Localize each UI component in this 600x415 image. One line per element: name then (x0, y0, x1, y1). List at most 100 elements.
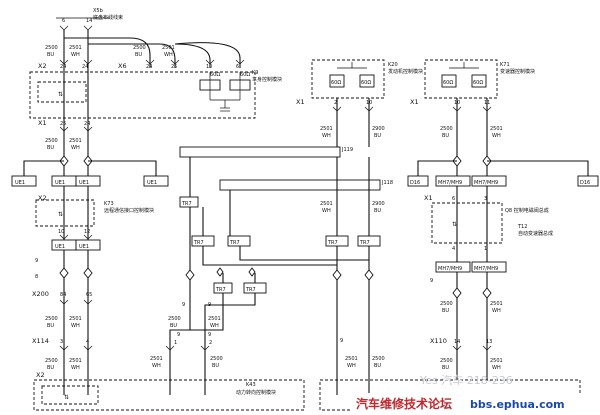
wire-num: 2500 (45, 358, 58, 364)
pin-label: 9 (340, 338, 343, 344)
module-k20-name: K20 (388, 62, 398, 68)
splice-diamond (248, 267, 256, 277)
splice-diamond (332, 269, 342, 281)
pin-label: 9 (208, 332, 211, 338)
ue1-label: UE1 (147, 180, 157, 186)
resistor (441, 74, 457, 88)
wire-color: BU (170, 323, 177, 329)
module-k73-desc: 远程通信接口控制模块 (104, 207, 154, 214)
wire-num: 2501 (345, 356, 358, 362)
mh-tag (435, 175, 471, 187)
wire-color: WH (71, 52, 80, 58)
mh-label: MH7/MH9 (438, 266, 462, 272)
splice-diamond (452, 287, 462, 299)
wire-num: 2501 (490, 301, 503, 307)
splice-diamond (482, 287, 492, 299)
top-pin-b: 14 (86, 18, 92, 24)
splice-diamond (83, 267, 93, 279)
module-k71-box (424, 59, 498, 99)
pin-chevron (59, 25, 69, 31)
module-k73-box (35, 199, 95, 227)
wire-bu-to-k9 (64, 37, 151, 68)
wire-num: 2500 (168, 316, 181, 322)
pin-label: 9 (177, 332, 180, 338)
wire-num: 2501 (150, 356, 163, 362)
ue1-label: UE1 (79, 180, 89, 186)
wire-num: 2900 (372, 201, 385, 207)
x110-label: X110 (430, 337, 447, 345)
pin-label: 9 (208, 302, 211, 308)
wire-color: BU (47, 323, 54, 329)
x114-pin: 3 (60, 339, 63, 345)
k71-connector: X1 (410, 98, 419, 106)
ue1-tag (143, 175, 169, 187)
wire-color: BU (47, 145, 54, 151)
res-label: 60Ω (331, 80, 341, 86)
d16-label: D16 (410, 180, 420, 186)
x200-pin: 84 (60, 292, 66, 298)
wire-color: WH (322, 208, 331, 214)
tr7-tag (227, 235, 251, 247)
transceiver-arrows-icon: ⇅ (58, 211, 63, 218)
wire-num: 2501 (490, 358, 503, 364)
wire-num: 2500 (133, 45, 146, 51)
res-label: 60Ω (240, 72, 250, 78)
k43-connector: X2 (36, 371, 45, 379)
res-label: 60Ω (361, 80, 371, 86)
junction-j118 (219, 179, 381, 191)
ue1-label: UE1 (55, 180, 65, 186)
wire-num: 2500 (440, 301, 453, 307)
module-t12-desc: 自动变速器总成 (518, 230, 553, 237)
x114-pin: 4 (86, 339, 89, 345)
mh-tag (435, 261, 471, 273)
wire-color: BU (442, 133, 449, 139)
x110-pin: 13 (486, 339, 492, 345)
wire-color: WH (492, 308, 501, 314)
t12-pin: 6 (452, 196, 455, 202)
wire-num: 2501 (208, 316, 221, 322)
x6-pin: 24 (146, 64, 152, 70)
wire-color: BU (374, 363, 381, 369)
resistor (329, 74, 345, 88)
watermark-url: bbs.ephua.com (470, 398, 565, 411)
wire-color: WH (492, 133, 501, 139)
x200-label: X200 (32, 290, 49, 298)
wire-to-k9-term (174, 42, 241, 68)
pin-label: 1 (174, 340, 177, 346)
wire-color: WH (152, 363, 161, 369)
wire-num: 2501 (490, 126, 503, 132)
junction-j119 (179, 146, 341, 158)
module-k71-name: K71 (500, 62, 510, 68)
wire-num: 2500 (45, 45, 58, 51)
x6-pin: 25 (171, 64, 177, 70)
tr7-label: TR7 (229, 240, 240, 246)
wire-color: WH (347, 363, 356, 369)
top-pin-a: 6 (62, 18, 65, 24)
pin-label: 9 (35, 258, 38, 264)
ue1-tag (11, 175, 37, 187)
wire-num: 2900 (372, 126, 385, 132)
wire-num: 2500 (210, 356, 223, 362)
d16-label: D16 (580, 180, 590, 186)
wire-num: 2501 (69, 358, 82, 364)
wire-num: 2500 (440, 358, 453, 364)
k73-connector: X2 (38, 194, 47, 202)
x2-pin: 24 (82, 64, 88, 70)
res-label: 60Ω (443, 80, 453, 86)
ue1-label: UE1 (55, 244, 65, 250)
module-k9-name: K9 (252, 70, 258, 76)
mh-label: MH7/MH9 (474, 266, 498, 272)
k20-connector: X1 (296, 98, 305, 106)
wire-color: BU (212, 363, 219, 369)
module-k43-desc: 动力转向控制模块 (236, 389, 276, 396)
wire-color: BU (374, 133, 381, 139)
module-k43-box (33, 379, 305, 411)
k73-pin: 12 (84, 229, 90, 235)
mh-tag (471, 261, 507, 273)
j118-label: J118 (381, 180, 393, 186)
res-label: 60Ω (210, 72, 220, 78)
pin-label: 9 (430, 278, 433, 284)
transceiver-arrows-icon: ⇅ (452, 221, 457, 228)
k20-pin: 2 (334, 100, 337, 106)
